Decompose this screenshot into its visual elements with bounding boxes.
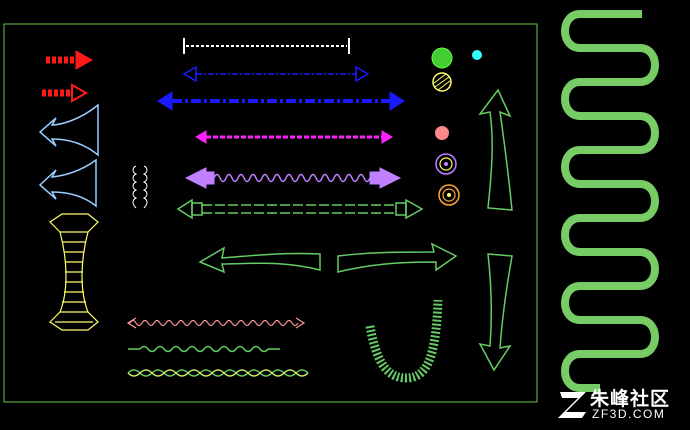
green-wave-line[interactable] bbox=[128, 345, 280, 353]
watermark-name: 朱峰社区 bbox=[590, 388, 671, 410]
blue-double-arrow-bold[interactable] bbox=[157, 91, 405, 111]
white-dimension-line[interactable] bbox=[183, 38, 350, 54]
braided-rope[interactable] bbox=[127, 369, 309, 377]
green-curved-arrow-right[interactable] bbox=[337, 242, 458, 273]
green-serpentine-pipe[interactable] bbox=[561, 10, 659, 392]
purple-ring-circle[interactable] bbox=[435, 153, 457, 175]
watermark: 朱峰社区 ZF3D.COM bbox=[556, 384, 682, 424]
yellow-hatched-circle[interactable] bbox=[432, 72, 452, 92]
yellow-hourglass-shape[interactable] bbox=[49, 213, 99, 331]
salmon-wave-arrow[interactable] bbox=[126, 317, 306, 329]
white-coil-small[interactable] bbox=[132, 165, 148, 209]
orange-ring-circle[interactable] bbox=[438, 184, 460, 206]
horn-arrow-1[interactable] bbox=[38, 103, 99, 157]
red-dashed-arrow-1[interactable] bbox=[46, 50, 94, 70]
drawing-frame bbox=[3, 23, 538, 403]
green-hatched-circle[interactable] bbox=[431, 47, 453, 69]
green-curved-arrow-up[interactable] bbox=[478, 88, 513, 211]
red-dashed-arrow-2[interactable] bbox=[42, 83, 89, 103]
green-curved-arrow-down[interactable] bbox=[478, 253, 513, 372]
green-double-arrow[interactable] bbox=[176, 198, 424, 220]
purple-wavy-arrow[interactable] bbox=[184, 167, 402, 189]
blue-double-arrow-thin[interactable] bbox=[182, 65, 370, 83]
watermark-domain: ZF3D.COM bbox=[592, 407, 666, 421]
green-curved-arrow-left[interactable] bbox=[198, 246, 321, 274]
pink-dot[interactable] bbox=[435, 126, 449, 140]
zf-logo-icon bbox=[558, 392, 586, 418]
magenta-double-arrow[interactable] bbox=[195, 130, 393, 144]
cyan-dot[interactable] bbox=[472, 50, 482, 60]
green-spring-u-shape[interactable] bbox=[365, 299, 443, 383]
horn-arrow-2[interactable] bbox=[38, 158, 97, 208]
